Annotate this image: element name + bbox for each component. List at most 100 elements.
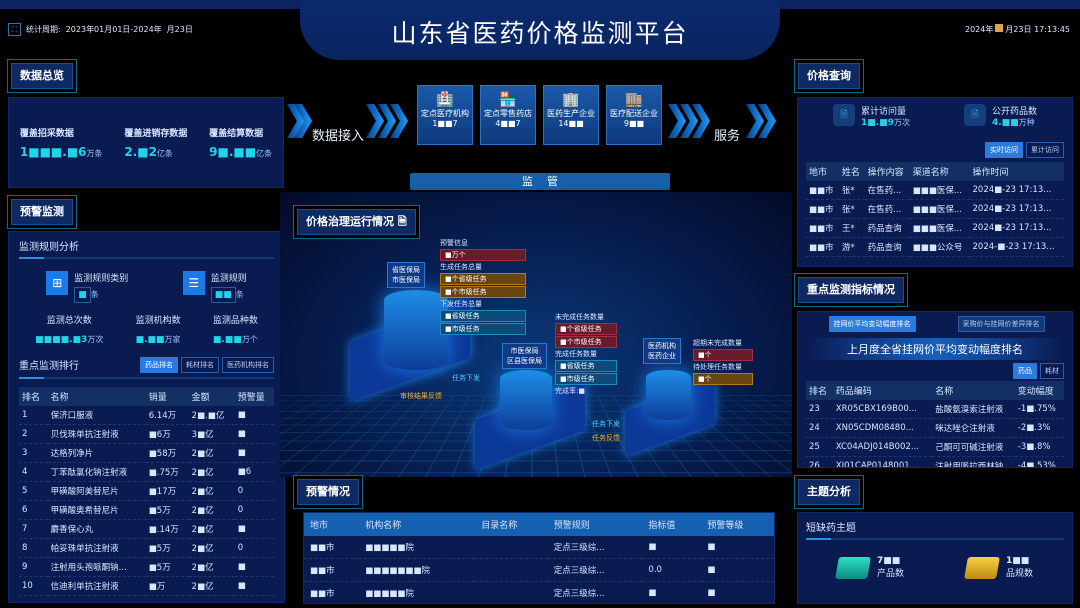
stat-label: 生成任务总量 xyxy=(440,263,482,271)
overview-unit: 亿条 xyxy=(156,149,173,158)
stat-institutions: 监测机构数■.■■万家 xyxy=(136,313,181,345)
table-cell: 张* xyxy=(838,199,865,219)
table-cell: 2■亿 xyxy=(188,462,235,482)
chevron-arrows-icon xyxy=(746,104,786,138)
table-cell: 2■亿 xyxy=(188,519,235,539)
column-header: 排名 xyxy=(806,381,833,400)
overview-label: 覆盖招采数据 xyxy=(19,129,74,139)
table-cell: ■■■医保... xyxy=(909,181,970,200)
stat-varieties: 监测品种数■.■■万个 xyxy=(213,313,258,345)
entity-label: 医药生产企业 xyxy=(547,109,595,118)
table-cell: 9 xyxy=(19,557,48,577)
table-row[interactable]: ■■市■■■■■院定点三级综...■■ xyxy=(304,581,774,603)
tab-price-diff-ranking[interactable]: 采购价与挂网价差异排名 xyxy=(957,316,1045,332)
tab-realtime-visits[interactable]: 实时访问 xyxy=(985,142,1023,158)
chevron-arrows-icon xyxy=(668,104,712,138)
stat-label: 下发任务总量 xyxy=(440,300,482,308)
table-row[interactable]: ■■市王*药品查询■■■医保...2024■-23 17:13... xyxy=(806,218,1064,238)
table-cell: 在售药... xyxy=(864,181,910,200)
governance-title-text: 价格治理运行情况 xyxy=(306,215,394,228)
rules-label: 监测规则 xyxy=(210,274,247,284)
table-row[interactable]: ■■市张*在售药...■■■医保...2024■-23 17:13... xyxy=(806,199,1064,219)
table-cell: ■■■医保... xyxy=(909,218,970,238)
rule-types: ⊞监测规则类别■条 xyxy=(46,271,128,303)
table-cell: ■■市 xyxy=(806,218,839,238)
table-cell: 注射用哌拉西林钠 xyxy=(932,456,1015,467)
stat-label: 待处理任务数量 xyxy=(693,363,742,371)
column-header: 地市 xyxy=(304,513,360,536)
node-cylinder xyxy=(384,290,448,370)
tab-consumable-ranking[interactable]: 耗材排名 xyxy=(181,357,219,373)
table-cell: 丁苯酞氯化钠注射液 xyxy=(47,462,146,482)
rules-unit: 条 xyxy=(235,290,244,299)
table-row[interactable]: ■■市■■■■■■■院定点三级综...0.0■ xyxy=(304,558,774,582)
table-cell: ■■市 xyxy=(806,237,839,257)
table-cell: ■6 xyxy=(234,462,274,482)
column-header: 目录名称 xyxy=(475,513,548,536)
table-cell: ■ xyxy=(234,576,274,596)
table-row[interactable]: ■■市张*在售药...■■■医保...2024■-23 17:13... xyxy=(806,181,1064,200)
table-cell: 在售药... xyxy=(864,199,910,219)
tab-institution-ranking[interactable]: 医药机构排名 xyxy=(222,357,274,373)
tab-drugs[interactable]: 药品 xyxy=(1013,363,1037,379)
table-cell: 0.0 xyxy=(642,558,702,582)
stat-label: 监测品种数 xyxy=(212,316,258,326)
entity-value: 1■■7 xyxy=(432,119,458,128)
table-cell: 0 xyxy=(234,538,274,558)
table-cell: 1 xyxy=(19,406,48,425)
table-cell: 甲磺酸阿美替尼片 xyxy=(47,481,146,501)
table-cell: 3 xyxy=(19,443,48,463)
document-icon[interactable]: 🗎 xyxy=(397,215,407,228)
stat-tag: ■市级任务 xyxy=(440,323,526,335)
table-cell xyxy=(475,558,548,582)
visits-value: 1■.■9 xyxy=(861,118,894,128)
rate-value: ■ xyxy=(578,387,585,395)
fullscreen-icon[interactable]: ⛶ xyxy=(8,23,21,36)
column-header: 指标值 xyxy=(642,513,702,536)
table-cell: 3■亿 xyxy=(188,424,235,444)
table-cell: -3■.8% xyxy=(1014,437,1064,457)
table-cell: 10 xyxy=(19,576,48,596)
stat-total: 监测总次数■■■■.■3万次 xyxy=(35,313,103,345)
page-title: 山东省医药价格监测平台 xyxy=(391,19,689,48)
table-cell: 定点三级综... xyxy=(547,536,643,559)
store-icon: 🏪 xyxy=(499,92,517,108)
table-row[interactable]: ■■市■■■■■院定点三级综...■■ xyxy=(304,536,774,559)
rule-types-label: 监测规则类别 xyxy=(74,274,129,284)
tab-cumulative-visits[interactable]: 累计访问 xyxy=(1026,142,1064,158)
table-cell: ■5万 xyxy=(145,500,189,520)
table-cell: 2024■-23 17:13... xyxy=(969,181,1064,200)
stat-tag: ■个 xyxy=(693,373,753,385)
table-cell: 帕妥珠单抗注射液 xyxy=(47,538,146,558)
table-cell: ■■市 xyxy=(304,536,360,559)
node-line: 医药企业 xyxy=(648,352,676,360)
table-cell: ■ xyxy=(234,406,274,425)
tab-drug-ranking[interactable]: 药品排名 xyxy=(140,357,178,373)
theme-title: 主题分析 xyxy=(798,479,860,505)
building-icon: 🏬 xyxy=(625,92,643,108)
arrow-label: 审核结果反馈 xyxy=(400,392,442,400)
tab-avg-change-ranking[interactable]: 挂网价平均变动幅度排名 xyxy=(828,316,916,332)
tab-consumables[interactable]: 耗材 xyxy=(1040,363,1064,379)
